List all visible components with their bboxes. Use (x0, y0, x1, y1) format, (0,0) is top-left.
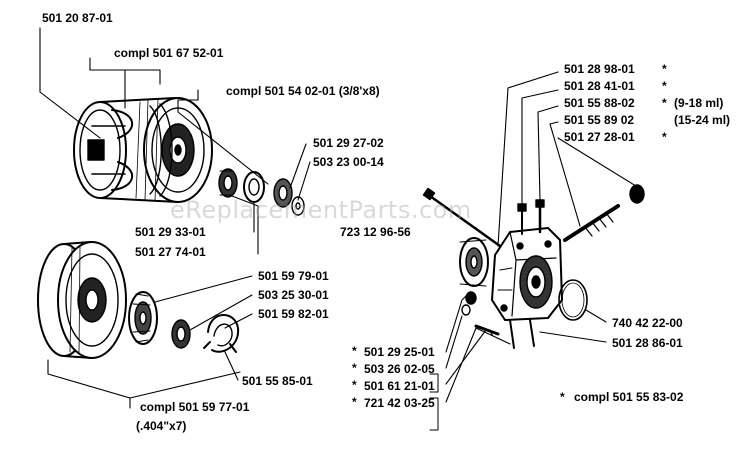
clutch-drum-assembly-drawing (73, 97, 305, 216)
part-label-oil-15-24-ml: (15-24 ml) (674, 113, 731, 127)
part-label-501-55-88-02: 501 55 88-02 (564, 96, 635, 110)
rim-sprocket-assembly-drawing (37, 241, 240, 359)
star-mark: * (352, 378, 357, 392)
part-label-chain-spec-404: (.404"x7) (136, 419, 187, 433)
part-label-501-28-41-01: 501 28 41-01 (564, 79, 635, 93)
star-mark: * (662, 96, 667, 110)
part-label-503-26-02-05: 503 26 02-05 (364, 362, 435, 376)
part-label-721-42-03-25: 721 42 03-25 (364, 396, 435, 410)
part-label-740-42-22-00: 740 42 22-00 (612, 316, 683, 330)
star-mark: * (352, 344, 357, 358)
leader-lines (39, 27, 637, 431)
part-label-501-29-25-01: 501 29 25-01 (364, 345, 435, 359)
star-mark: * (662, 62, 667, 76)
part-label-501-28-98-01: 501 28 98-01 (564, 62, 635, 76)
watermark: eReplacementParts.com (170, 196, 472, 224)
part-label-oil-9-18-ml: (9-18 ml) (674, 96, 724, 110)
star-mark: * (560, 390, 565, 404)
part-label-501-55-85-01: 501 55 85-01 (242, 374, 313, 388)
part-label-723-12-96-56: 723 12 96-56 (340, 225, 411, 239)
part-label-compl-501-54-02-01: compl 501 54 02-01 (3/8'x8) (226, 84, 380, 98)
star-mark: * (662, 130, 667, 144)
oil-pump-assembly-drawing (422, 184, 645, 349)
star-mark: * (662, 79, 667, 93)
part-label-501-20-87-01: 501 20 87-01 (42, 11, 113, 25)
part-label-503-23-00-14: 503 23 00-14 (313, 155, 384, 169)
part-label-501-27-74-01: 501 27 74-01 (135, 245, 206, 259)
part-label-501-61-21-01: 501 61 21-01 (364, 379, 435, 393)
part-label-compl-501-55-83-02: compl 501 55 83-02 (574, 390, 684, 404)
part-label-503-25-30-01: 503 25 30-01 (258, 288, 329, 302)
part-label-501-28-86-01: 501 28 86-01 (612, 336, 683, 350)
part-label-compl-501-59-77-01: compl 501 59 77-01 (140, 400, 250, 414)
star-mark: * (352, 361, 357, 375)
part-label-501-27-28-01: 501 27 28-01 (564, 130, 635, 144)
star-mark: * (352, 395, 357, 409)
part-label-compl-501-67-52-01: compl 501 67 52-01 (114, 46, 224, 60)
part-label-501-55-89-02: 501 55 89 02 (564, 113, 635, 127)
part-label-501-29-27-02: 501 29 27-02 (313, 136, 384, 150)
part-label-501-59-79-01: 501 59 79-01 (258, 269, 329, 283)
part-label-501-29-33-01: 501 29 33-01 (135, 225, 206, 239)
part-label-501-59-82-01: 501 59 82-01 (258, 307, 329, 321)
